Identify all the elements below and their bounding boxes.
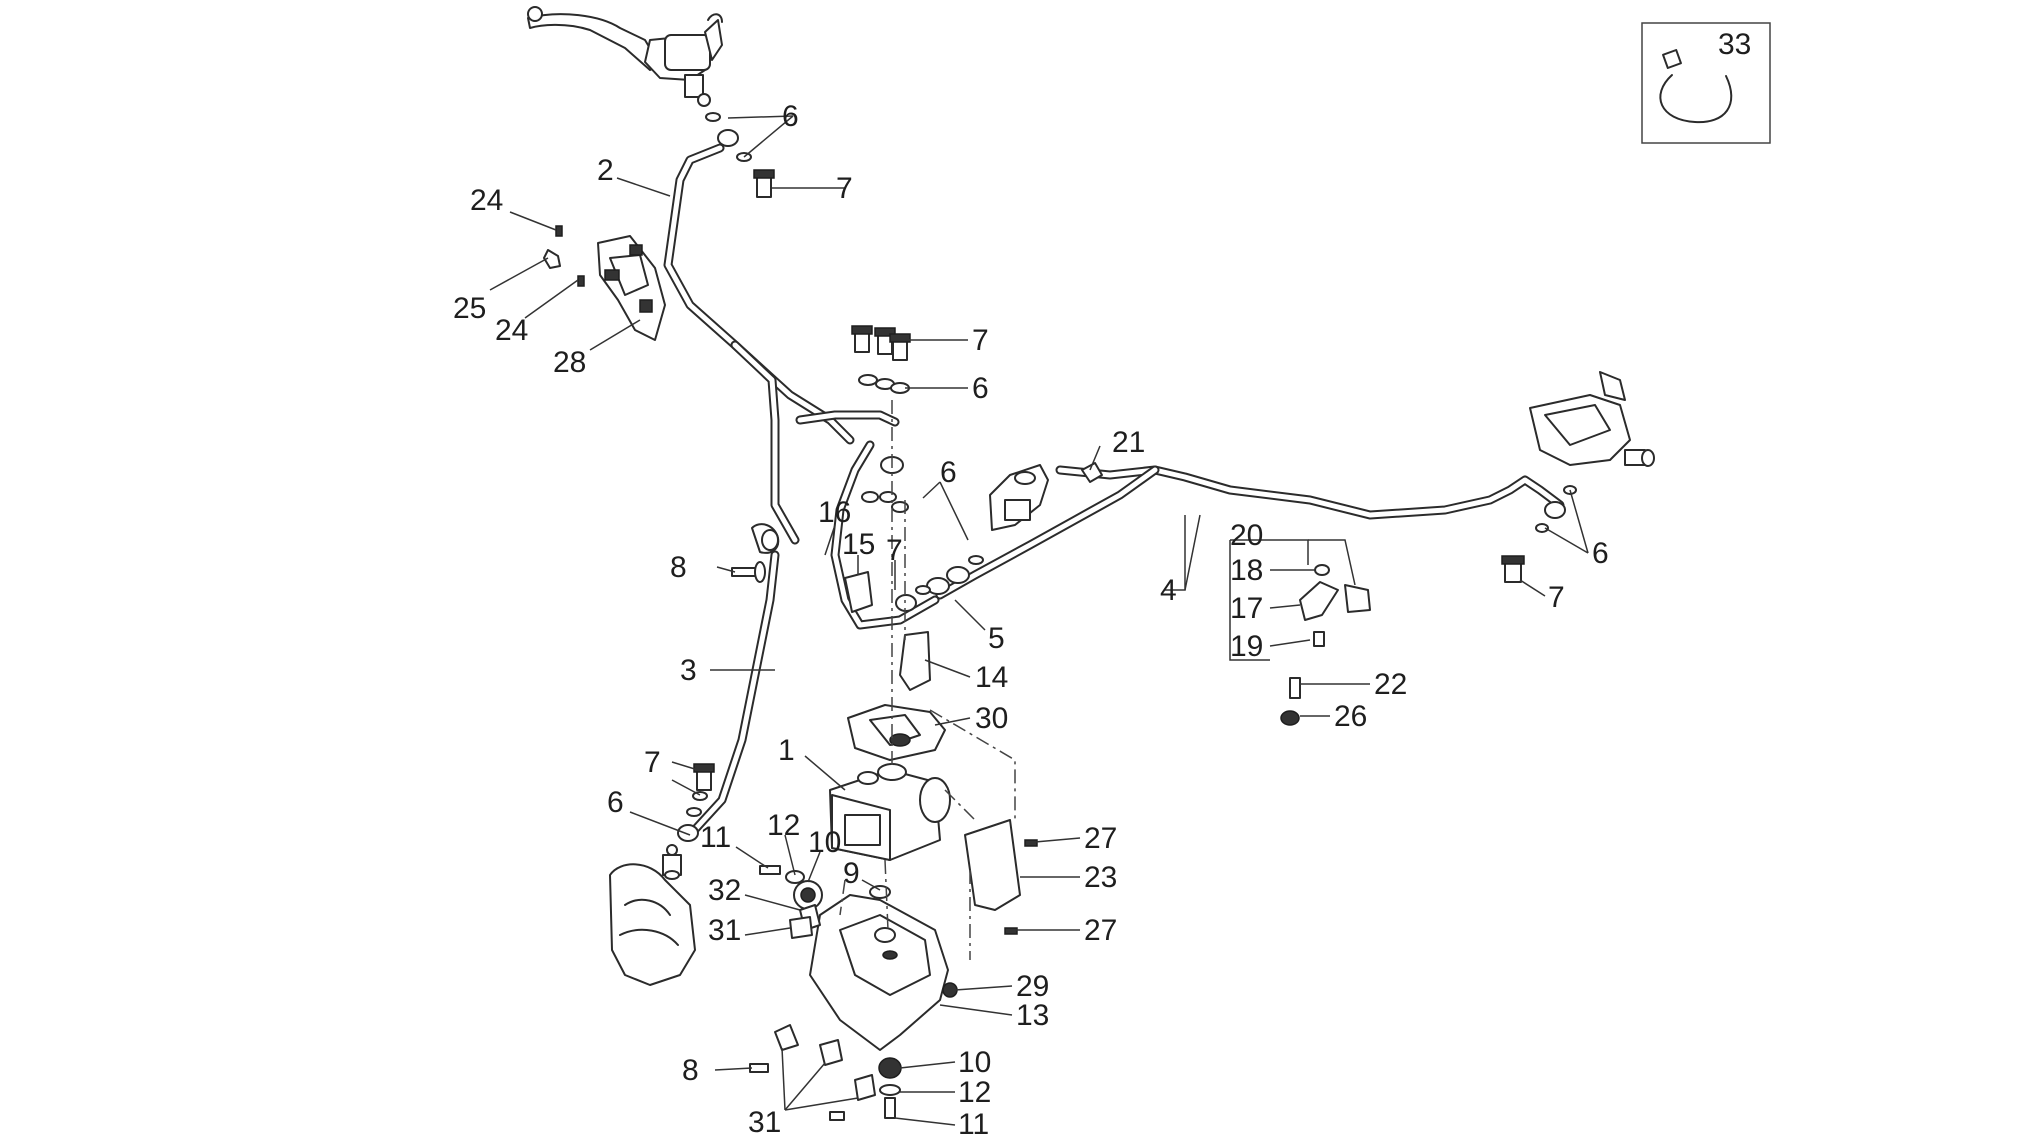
callout-12: 12: [767, 809, 800, 842]
lower-bracket-13: [809, 894, 958, 1051]
callout-16: 16: [818, 496, 851, 529]
callout-21: 21: [1112, 426, 1145, 459]
callout-27: 27: [1084, 822, 1117, 855]
front-brake-pipe-2: [663, 143, 900, 545]
banjo-fittings-top: [705, 112, 775, 198]
callout-4: 4: [1160, 574, 1177, 607]
callout-labels: 6 7 2 24 25 24 28 7 6 21 6 16 15 7 8 20 …: [453, 100, 1609, 1138]
callout-6: 6: [972, 372, 989, 405]
callout-7: 7: [644, 746, 661, 779]
leader-lines: [489, 115, 1589, 1126]
callout-31: 31: [748, 1106, 781, 1138]
banjo-fitting-rear: [1501, 485, 1577, 583]
callout-29: 29: [1016, 970, 1049, 1003]
front-brake-caliper: [609, 844, 696, 986]
callout-15: 15: [842, 528, 875, 561]
callout-8: 8: [670, 551, 687, 584]
callout-19: 19: [1230, 630, 1263, 663]
callout-23: 23: [1084, 861, 1117, 894]
callout-25: 25: [453, 292, 486, 325]
callout-32: 32: [708, 874, 741, 907]
callout-7: 7: [1548, 581, 1565, 614]
callout-10: 10: [958, 1046, 991, 1079]
callout-3: 3: [680, 654, 697, 687]
callout-33: 33: [1718, 28, 1751, 61]
callout-6: 6: [607, 786, 624, 819]
banjo-fitting-caliper: [677, 763, 715, 842]
callout-7: 7: [886, 534, 903, 567]
cover-23: [964, 819, 1038, 935]
front-brake-lever-master-cylinder: [527, 6, 723, 107]
alignment-lines: [839, 400, 1016, 960]
callout-31: 31: [708, 914, 741, 947]
callout-8: 8: [682, 1054, 699, 1087]
fitting-21: [1081, 462, 1103, 483]
callout-12: 12: [958, 1076, 991, 1109]
callout-6: 6: [1592, 537, 1609, 570]
abs-bracket-30: [847, 704, 946, 761]
callout-27: 27: [1084, 914, 1117, 947]
callout-6: 6: [940, 456, 957, 489]
callout-20: 20: [1230, 519, 1263, 552]
callout-22: 22: [1374, 668, 1407, 701]
callout-24: 24: [495, 314, 528, 347]
callout-28: 28: [553, 346, 586, 379]
inset-box-part-33: 33: [1641, 22, 1771, 144]
rear-brake-caliper: [1529, 371, 1655, 467]
callout-11: 11: [700, 821, 731, 854]
callout-10: 10: [808, 826, 841, 859]
clip-assembly-17-20: [1280, 564, 1371, 726]
abs-unit-1: [829, 763, 951, 861]
callout-30: 30: [975, 702, 1008, 735]
callout-9: 9: [843, 857, 860, 890]
callout-26: 26: [1334, 700, 1367, 733]
callout-5: 5: [988, 622, 1005, 655]
bolt-set-upper: [851, 325, 911, 513]
callout-14: 14: [975, 661, 1008, 694]
callout-1: 1: [778, 734, 795, 767]
callout-2: 2: [597, 154, 614, 187]
callout-11: 11: [958, 1108, 989, 1138]
bracket-14: [899, 631, 931, 691]
front-brake-hose-3: [685, 523, 780, 840]
bracket-28: [543, 225, 666, 341]
bolt-8-upper: [731, 561, 766, 583]
callout-17: 17: [1230, 592, 1263, 625]
abs-pipe-5: [830, 440, 984, 630]
callout-7: 7: [972, 324, 989, 357]
callout-24: 24: [470, 184, 503, 217]
callout-18: 18: [1230, 554, 1263, 587]
callout-6: 6: [782, 100, 799, 133]
rear-master-cylinder: [989, 464, 1049, 531]
bracket-15: [844, 571, 873, 613]
callout-13: 13: [1016, 999, 1049, 1032]
callout-7: 7: [836, 172, 853, 205]
